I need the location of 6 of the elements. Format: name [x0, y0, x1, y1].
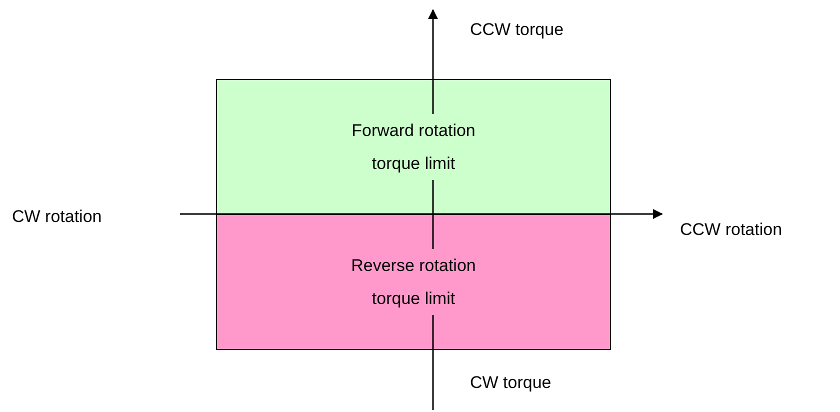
region-box — [216, 79, 611, 215]
axis-label: CCW torque — [470, 20, 564, 40]
axis-label: CCW rotation — [680, 220, 782, 240]
axis-label: CW rotation — [12, 207, 102, 227]
axis-label: CW torque — [470, 373, 552, 393]
region-box — [216, 214, 611, 350]
